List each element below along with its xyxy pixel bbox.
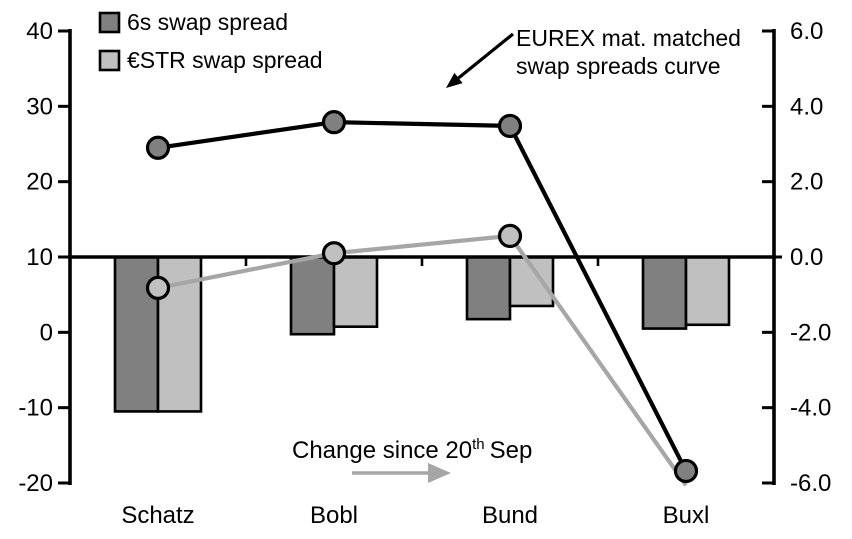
marker-estr-schatz (145, 275, 171, 300)
axes-group: 40 30 20 10 0 -10 -20 6.0 4.0 2.0 0.0 -2.0 -4.0 -6.0 (18, 18, 831, 497)
legend-swatch-estr (98, 49, 121, 72)
right-axis-tick-label: 2.0 (790, 169, 823, 196)
curve-annotation-line1: EUREX mat. matched (516, 25, 741, 51)
marker-6s-bobl (321, 110, 347, 135)
marker-estr-bund (497, 223, 523, 249)
marker-estr-bobl (321, 241, 347, 266)
right-axis-tick-label: 0.0 (790, 244, 823, 271)
line-estr-swap-spread (157, 233, 688, 487)
bar-estr-change-buxl (684, 255, 731, 327)
left-axis-tick-label: -10 (18, 395, 53, 422)
left-axis-tick-label: 0 (40, 319, 53, 346)
left-axis-tick-label: 40 (26, 18, 53, 45)
left-axis-tick-label: 10 (26, 244, 53, 271)
right-axis-tick-label: -4.0 (790, 395, 831, 422)
bar-6s-change-bobl (289, 255, 336, 336)
x-axis-label-buxl: Buxl (663, 502, 710, 529)
line-6s-swap-spread (157, 120, 688, 472)
x-axis-label-bobl: Bobl (310, 502, 358, 529)
marker-6s-bund (497, 113, 523, 139)
bar-6s-change-bund (465, 255, 512, 321)
bar-estr-change-bobl (332, 255, 379, 328)
right-axis-tick-label: -2.0 (790, 319, 831, 346)
left-axis-tick-label: -20 (18, 470, 53, 497)
curve-annotation-arrow-icon (446, 72, 463, 88)
curve-annotation-arrow-shaft (457, 32, 515, 80)
right-axis-tick-label: 6.0 (790, 18, 823, 45)
left-axis-tick-label: 20 (26, 169, 53, 196)
legend-label-estr: €STR swap spread (127, 47, 323, 73)
x-axis-label-bund: Bund (482, 502, 538, 529)
bar-6s-change-buxl (641, 255, 688, 330)
legend-swatch-6s (98, 11, 121, 34)
marker-6s-schatz (145, 135, 171, 160)
right-axis-tick-label: 4.0 (790, 93, 823, 120)
right-axis-tick-label: -6.0 (790, 470, 831, 497)
marker-6s-buxl (673, 458, 699, 484)
x-axis-label-schatz: Schatz (121, 502, 194, 529)
legend-label-6s: 6s swap spread (127, 9, 288, 35)
left-axis-tick-label: 30 (26, 93, 53, 120)
change-annotation-arrow-icon (428, 463, 451, 483)
legend: 6s swap spread €STR swap spread (98, 9, 323, 73)
curve-annotation-line2: swap spreads curve (516, 53, 721, 79)
